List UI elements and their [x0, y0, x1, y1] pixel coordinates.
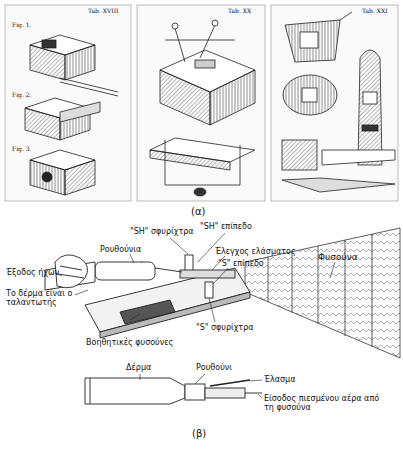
part-label: "SH" σφυρίχτρα [130, 227, 194, 236]
part-label: Έλασμα [264, 375, 295, 384]
part-label: Ρουθούνια [100, 245, 141, 254]
part-label: Έλεγχος ελάσματος [215, 247, 296, 256]
part-label: (β) [192, 428, 206, 440]
part-label: Είσοδος πιεσμένου αέρα από τη φυσούνα [264, 394, 384, 412]
part-label: Tab. XX [228, 8, 251, 15]
part-label: Βοηθητικές φυσούνες [86, 338, 173, 347]
part-label: Έξοδος ήχων [6, 268, 59, 277]
part-label: "SH" επίπεδο [200, 222, 252, 231]
part-label: Φυσούνα [318, 252, 358, 262]
part-label: Ρουθούνι [196, 363, 232, 372]
part-label: Δέρμα [126, 363, 151, 372]
part-label: Το δέρμα είναι ο ταλαντωτής [6, 289, 78, 307]
part-label: Tab. XXI [362, 8, 388, 15]
part-label: (α) [191, 206, 205, 218]
part-label: Fig. 1. [12, 22, 31, 29]
part-label: "S" επίπεδο [218, 259, 264, 268]
part-label: Tab. XVIII [88, 8, 118, 15]
part-label: Fig. 2. [12, 92, 31, 99]
part-label: Fig. 3. [12, 146, 31, 153]
part-label: "S" σφυρίχτρα [196, 323, 254, 332]
